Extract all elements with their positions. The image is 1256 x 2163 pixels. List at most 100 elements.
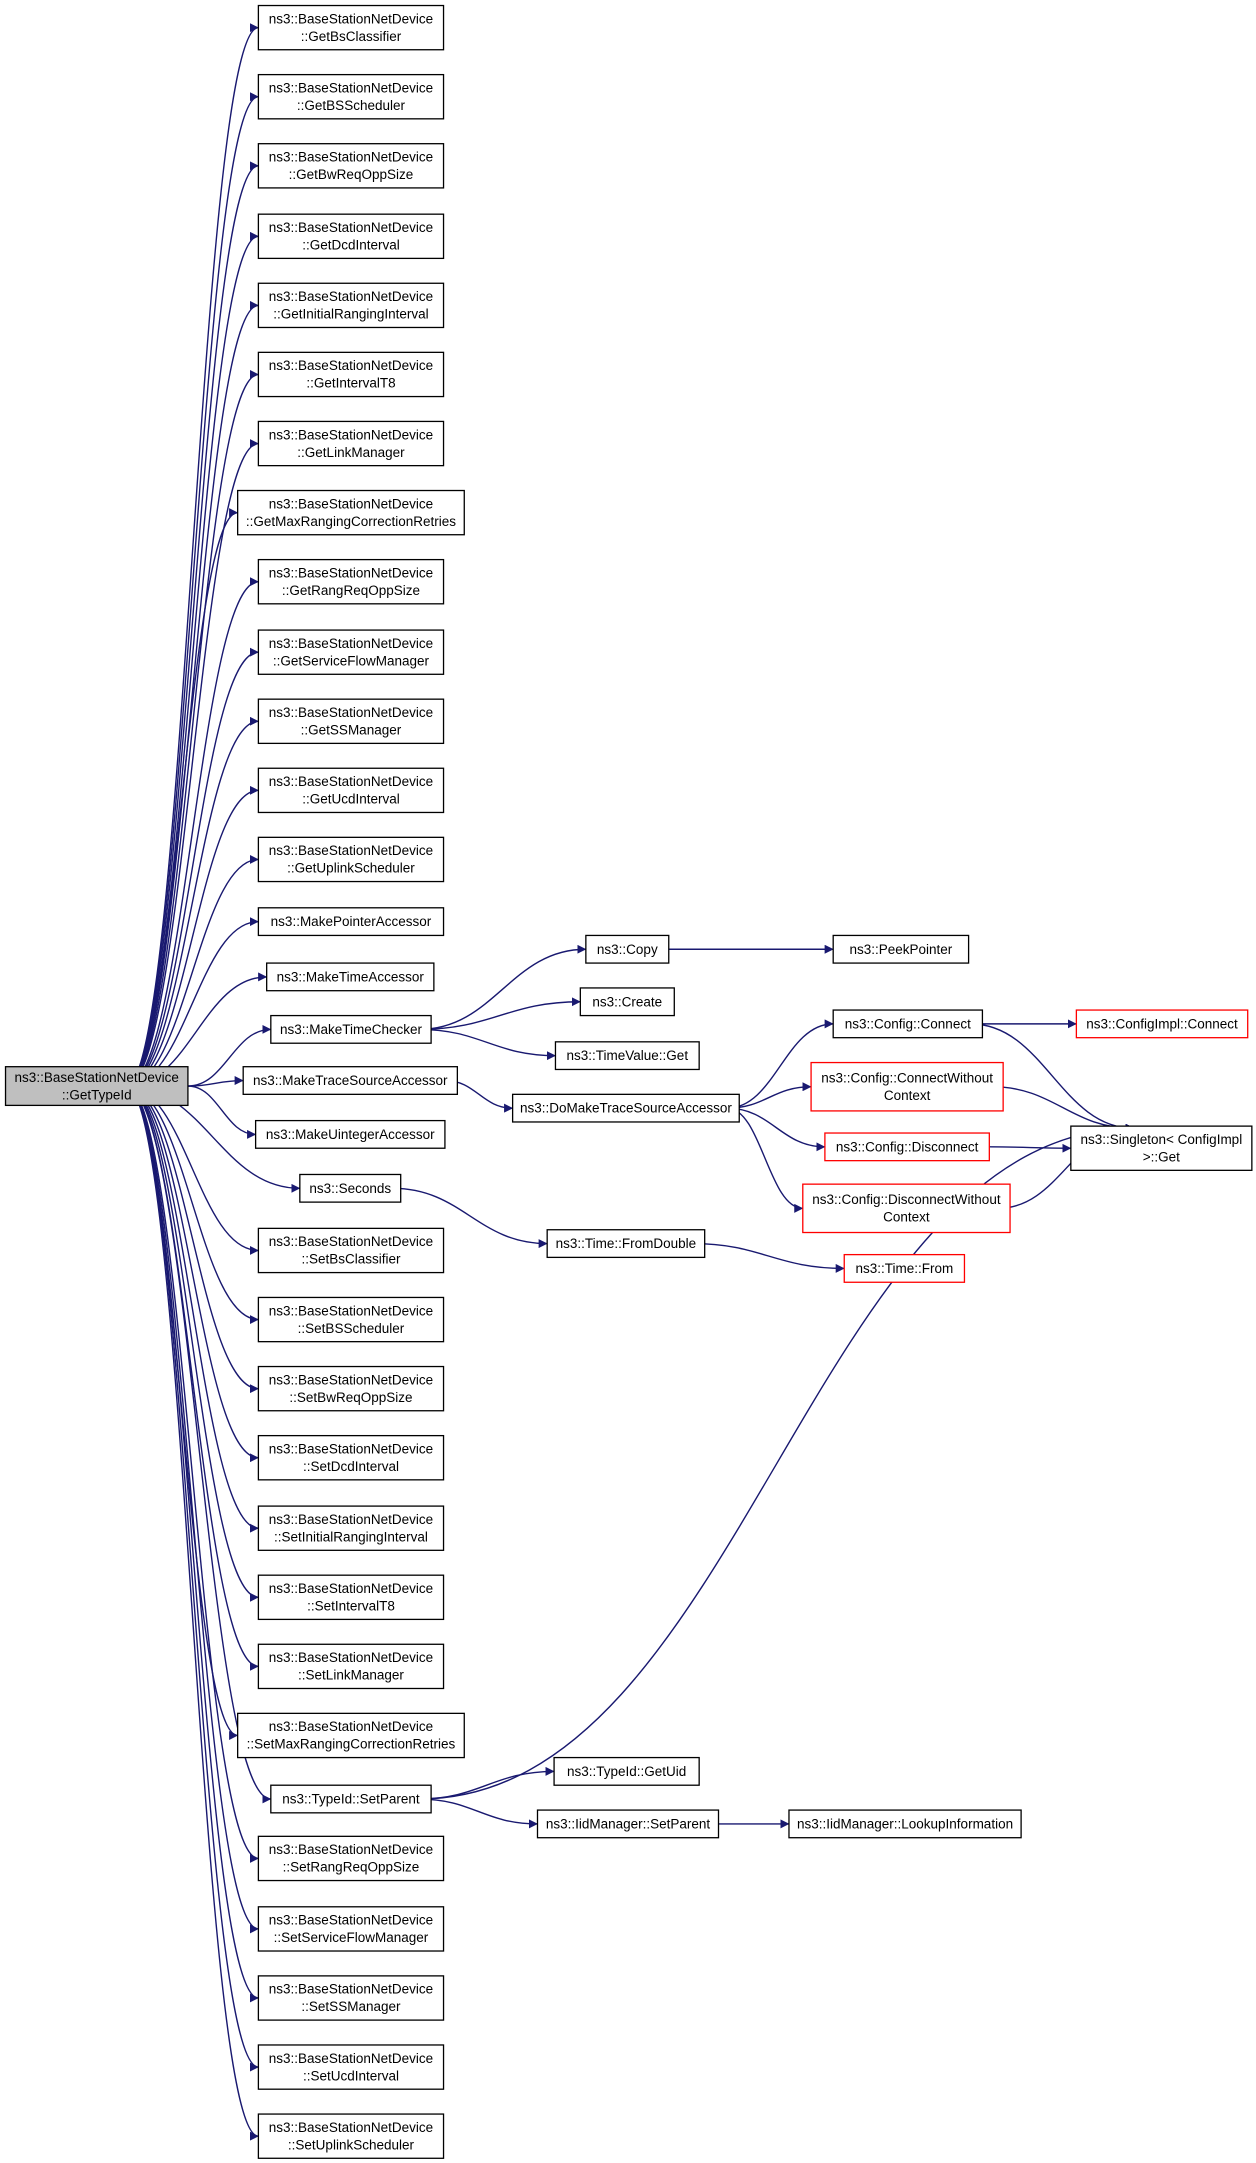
node-box-iidmanager-setparent [536, 1809, 720, 1839]
node-setbsscheduler[interactable]: ns3::BaseStationNetDevice::SetBSSchedule… [257, 1296, 445, 1343]
node-box-getinitialranginginterval [257, 282, 445, 329]
node-getintervalt8[interactable]: ns3::BaseStationNetDevice::GetIntervalT8 [257, 351, 445, 398]
node-box-getdcdinterval [257, 213, 445, 260]
edge-root-to-makeuintegeraccessor [187, 1085, 257, 1139]
node-getinitialranginginterval[interactable]: ns3::BaseStationNetDevice::GetInitialRan… [257, 282, 445, 329]
node-setssmanager[interactable]: ns3::BaseStationNetDevice::SetSSManager [257, 1975, 445, 2021]
node-getbsscheduler[interactable]: ns3::BaseStationNetDevice::GetBSSchedule… [257, 73, 445, 120]
node-config-connect[interactable]: ns3::Config::Connect [832, 1009, 984, 1039]
node-iidmanager-setparent[interactable]: ns3::IidManager::SetParent [536, 1809, 720, 1839]
node-box-getuplinkscheduler [257, 836, 445, 883]
node-box-config-connect [832, 1009, 984, 1039]
edge-root-to-typeid-setparent [125, 1085, 272, 1804]
node-peekpointer[interactable]: ns3::PeekPointer [832, 934, 970, 964]
node-box-makepointeraccessor [257, 907, 445, 937]
node-label-getserviceflowmanager-line-2: ::GetServiceFlowManager [273, 653, 430, 668]
node-label-root-line-1: ns3::BaseStationNetDevice [15, 1070, 179, 1085]
node-maketracesourceaccessor[interactable]: ns3::MakeTraceSourceAccessor [242, 1066, 459, 1095]
node-getbsclassifier[interactable]: ns3::BaseStationNetDevice::GetBsClassifi… [257, 4, 445, 51]
edge-config-connectwithoutcontext-to-singleton-get [991, 1086, 1135, 1133]
node-copy[interactable]: ns3::Copy [585, 934, 670, 964]
node-seconds[interactable]: ns3::Seconds [299, 1173, 402, 1203]
node-setlinkmanager[interactable]: ns3::BaseStationNetDevice::SetLinkManage… [257, 1643, 445, 1690]
node-setinitialranginginterval[interactable]: ns3::BaseStationNetDevice::SetInitialRan… [257, 1505, 445, 1551]
node-makepointeraccessor[interactable]: ns3::MakePointerAccessor [257, 907, 445, 937]
node-label-setinitialranginginterval-line-1: ns3::BaseStationNetDevice [269, 1512, 433, 1527]
edge-root-to-getintervalt8 [125, 370, 259, 1087]
node-time-from[interactable]: ns3::Time::From [843, 1253, 966, 1283]
node-box-setuplinkscheduler [257, 2113, 445, 2159]
node-setrangreqoppsize[interactable]: ns3::BaseStationNetDevice::SetRangReqOpp… [257, 1835, 445, 1882]
node-box-setlinkmanager [257, 1643, 445, 1690]
node-singleton-get[interactable]: ns3::Singleton< ConfigImpl>::Get [1070, 1125, 1253, 1171]
node-setbwreqoppsize[interactable]: ns3::BaseStationNetDevice::SetBwReqOppSi… [257, 1365, 445, 1412]
node-label-setinitialranginginterval-line-2: ::SetInitialRangingInterval [274, 1529, 428, 1544]
node-box-iidmanager-lookupinformation [788, 1809, 1022, 1839]
edge-root-to-setrangreqoppsize [125, 1085, 259, 1863]
node-configimpl-connect[interactable]: ns3::ConfigImpl::Connect [1075, 1009, 1249, 1039]
node-box-getlinkmanager [257, 420, 445, 467]
node-getrangreqoppsize[interactable]: ns3::BaseStationNetDevice::GetRangReqOpp… [257, 558, 445, 605]
node-box-setbsclassifier [257, 1227, 445, 1274]
node-create[interactable]: ns3::Create [579, 987, 675, 1017]
node-config-disconnect[interactable]: ns3::Config::Disconnect [824, 1132, 990, 1162]
node-label-setserviceflowmanager-line-2: ::SetServiceFlowManager [274, 1930, 429, 1945]
node-label-getrangreqoppsize-line-1: ns3::BaseStationNetDevice [269, 565, 433, 580]
node-label-makepointeraccessor-line-1: ns3::MakePointerAccessor [271, 914, 432, 929]
node-domaketracesourceaccessor[interactable]: ns3::DoMakeTraceSourceAccessor [511, 1093, 740, 1123]
node-setuplinkscheduler[interactable]: ns3::BaseStationNetDevice::SetUplinkSche… [257, 2113, 445, 2159]
node-getuplinkscheduler[interactable]: ns3::BaseStationNetDevice::GetUplinkSche… [257, 836, 445, 883]
node-getucdinterval[interactable]: ns3::BaseStationNetDevice::GetUcdInterva… [257, 767, 445, 814]
node-iidmanager-lookupinformation[interactable]: ns3::IidManager::LookupInformation [788, 1809, 1022, 1839]
node-box-config-disconnectwithoutcontext [802, 1183, 1011, 1234]
node-setmaxrangingcorrectionretries[interactable]: ns3::BaseStationNetDevice::SetMaxRanging… [237, 1712, 465, 1759]
node-setbsclassifier[interactable]: ns3::BaseStationNetDevice::SetBsClassifi… [257, 1227, 445, 1274]
node-label-getucdinterval-line-1: ns3::BaseStationNetDevice [269, 774, 433, 789]
node-getserviceflowmanager[interactable]: ns3::BaseStationNetDevice::GetServiceFlo… [257, 629, 445, 675]
node-setdcdinterval[interactable]: ns3::BaseStationNetDevice::SetDcdInterva… [257, 1434, 445, 1481]
node-label-singleton-get-line-1: ns3::Singleton< ConfigImpl [1080, 1132, 1242, 1147]
node-maketimechecker[interactable]: ns3::MakeTimeChecker [270, 1014, 432, 1044]
node-typeid-getuid[interactable]: ns3::TypeId::GetUid [553, 1756, 700, 1786]
node-label-peekpointer-line-1: ns3::PeekPointer [849, 942, 952, 957]
node-getdcdinterval[interactable]: ns3::BaseStationNetDevice::GetDcdInterva… [257, 213, 445, 260]
node-label-getbsscheduler-line-2: ::GetBSScheduler [297, 98, 406, 113]
node-label-setuplinkscheduler-line-2: ::SetUplinkScheduler [288, 2137, 415, 2152]
nodes: ns3::BaseStationNetDevice::GetTypeIdns3:… [4, 4, 1253, 2159]
node-box-seconds [299, 1173, 402, 1203]
node-box-create [579, 987, 675, 1017]
node-box-getrangreqoppsize [257, 558, 445, 605]
node-box-maketimechecker [270, 1014, 432, 1044]
node-label-seconds-line-1: ns3::Seconds [309, 1181, 391, 1196]
edge-config-disconnect-to-singleton-get [989, 1143, 1072, 1153]
edge-root-to-getdcdinterval [125, 231, 259, 1087]
edge-root-to-getrangreqoppsize [125, 577, 259, 1087]
node-maketimeaccessor[interactable]: ns3::MakeTimeAccessor [266, 962, 435, 992]
node-timevalue-get[interactable]: ns3::TimeValue::Get [554, 1041, 700, 1071]
node-getssmanager[interactable]: ns3::BaseStationNetDevice::GetSSManager [257, 698, 445, 745]
edge-root-to-setssmanager [125, 1085, 259, 2003]
node-getlinkmanager[interactable]: ns3::BaseStationNetDevice::GetLinkManage… [257, 420, 445, 467]
node-makeuintegeraccessor[interactable]: ns3::MakeUintegerAccessor [254, 1119, 446, 1149]
node-label-setbwreqoppsize-line-2: ::SetBwReqOppSize [289, 1390, 412, 1405]
node-root[interactable]: ns3::BaseStationNetDevice::GetTypeId [4, 1066, 189, 1107]
node-label-getmaxrangingcorrectionretries-line-2: ::GetMaxRangingCorrectionRetries [246, 514, 456, 529]
node-getbwreqoppsize[interactable]: ns3::BaseStationNetDevice::GetBwReqOppSi… [257, 143, 445, 189]
node-label-domaketracesourceaccessor-line-1: ns3::DoMakeTraceSourceAccessor [520, 1101, 732, 1116]
node-setserviceflowmanager[interactable]: ns3::BaseStationNetDevice::SetServiceFlo… [257, 1906, 445, 1952]
node-time-fromdouble[interactable]: ns3::Time::FromDouble [546, 1229, 706, 1259]
node-label-setucdinterval-line-2: ::SetUcdInterval [303, 2068, 399, 2083]
node-getmaxrangingcorrectionretries[interactable]: ns3::BaseStationNetDevice::GetMaxRanging… [237, 489, 465, 536]
node-label-maketimeaccessor-line-1: ns3::MakeTimeAccessor [277, 969, 425, 984]
node-setintervalt8[interactable]: ns3::BaseStationNetDevice::SetIntervalT8 [257, 1574, 445, 1621]
node-box-timevalue-get [554, 1041, 700, 1071]
node-label-setrangreqoppsize-line-2: ::SetRangReqOppSize [283, 1860, 420, 1875]
node-label-setserviceflowmanager-line-1: ns3::BaseStationNetDevice [269, 1913, 433, 1928]
edge-domaketracesourceaccessor-to-config-disconnect [727, 1107, 826, 1152]
node-setucdinterval[interactable]: ns3::BaseStationNetDevice::SetUcdInterva… [257, 2044, 445, 2090]
node-typeid-setparent[interactable]: ns3::TypeId::SetParent [270, 1784, 432, 1814]
node-box-getbwreqoppsize [257, 143, 445, 189]
node-box-root [4, 1066, 189, 1107]
